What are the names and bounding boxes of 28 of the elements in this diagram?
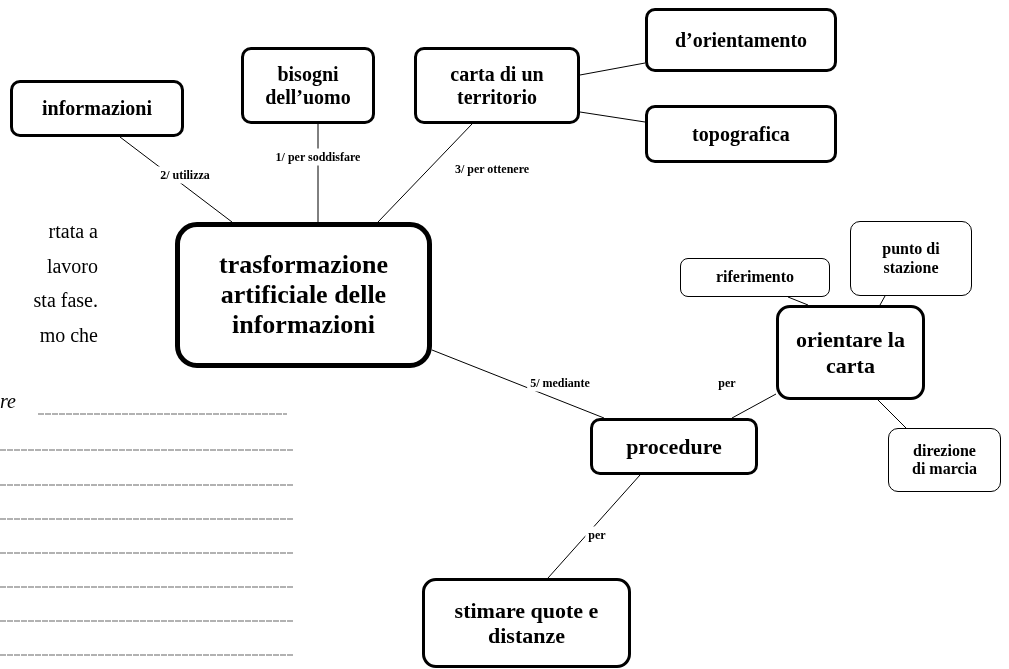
- concept-box: procedure: [590, 418, 758, 475]
- concept-box: topografica: [645, 105, 837, 163]
- concept-box: trasformazione artificiale delle informazioni: [175, 222, 432, 368]
- text-fragment: re: [0, 390, 16, 413]
- concept-box: d’orientamento: [645, 8, 837, 72]
- concept-box: punto di stazione: [850, 221, 972, 296]
- connector-line: [431, 349, 605, 419]
- connector-line: [547, 474, 641, 579]
- concept-box: orientare la carta: [776, 305, 925, 400]
- connector-line: [377, 123, 473, 223]
- connector-line: [787, 296, 809, 306]
- concept-box: stimare quote e distanze: [422, 578, 631, 668]
- connector-line: [879, 295, 886, 306]
- connector-line: [579, 62, 646, 76]
- text-fragment: sta fase.: [33, 289, 98, 312]
- concept-box: direzione di marcia: [888, 428, 1001, 492]
- text-fragment: mo che: [39, 324, 98, 347]
- text-fragment: lavoro: [46, 255, 98, 278]
- connector-line: [731, 393, 777, 419]
- edge-label: 2/ utilizza: [157, 166, 213, 184]
- text-fragment: rtata a: [48, 220, 98, 243]
- edge-label: per: [585, 526, 609, 544]
- concept-box: carta di un territorio: [414, 47, 580, 124]
- concept-box: informazioni: [10, 80, 184, 137]
- connector-line: [579, 111, 646, 123]
- concept-box: bisogni dell’uomo: [241, 47, 375, 124]
- concept-box: riferimento: [680, 258, 830, 297]
- connector-line: [877, 399, 907, 429]
